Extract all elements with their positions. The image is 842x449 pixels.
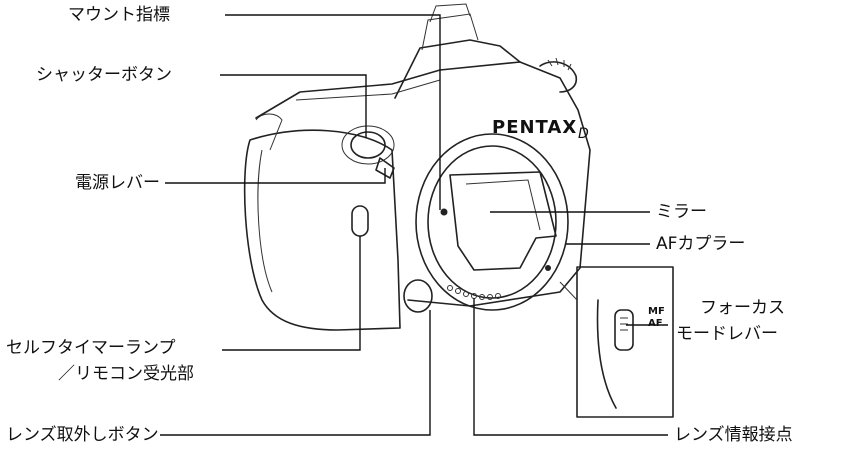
lens-contacts-shape [447, 285, 501, 300]
label-focus-mode-line1: フォーカス [700, 298, 785, 318]
label-self-timer-line1: セルフタイマーランプ [6, 338, 176, 358]
mode-dial [539, 61, 578, 93]
leader-lens-release [160, 310, 431, 436]
label-power-lever: 電源レバー [75, 173, 160, 193]
switch-mf-text: MF [648, 306, 665, 317]
label-lens-release-button: レンズ取外しボタン [6, 425, 159, 445]
shutter-button-shape [350, 131, 386, 159]
leader-lens-contacts [473, 298, 668, 436]
camera-grip [243, 129, 401, 331]
label-af-coupler: AFカプラー [656, 234, 746, 254]
label-mount-index: マウント指標 [68, 5, 170, 25]
lens-mount-ring [415, 133, 569, 311]
label-lens-contacts: レンズ情報接点 [674, 425, 793, 445]
prism-hump [394, 39, 521, 99]
leader-shutter-button [220, 74, 367, 138]
label-mirror: ミラー [656, 202, 707, 222]
model-mark-text: D [578, 126, 589, 142]
label-self-timer-line2: ／リモコン受光部 [58, 364, 194, 384]
leader-self-timer [222, 236, 361, 351]
switch-af-text: AF [648, 318, 663, 329]
brand-text: PENTAX [492, 117, 578, 138]
camera-top-plate [255, 61, 591, 307]
label-focus-mode-line2: モードレバー [676, 324, 778, 344]
leader-mount-index [225, 14, 441, 210]
label-shutter-button: シャッターボタン [36, 65, 172, 85]
leader-power-lever [165, 168, 386, 184]
lens-release-button-shape [403, 279, 433, 313]
mirror-shape [449, 171, 557, 271]
focus-mode-inset [576, 266, 674, 418]
self-timer-lamp-shape [351, 205, 369, 237]
